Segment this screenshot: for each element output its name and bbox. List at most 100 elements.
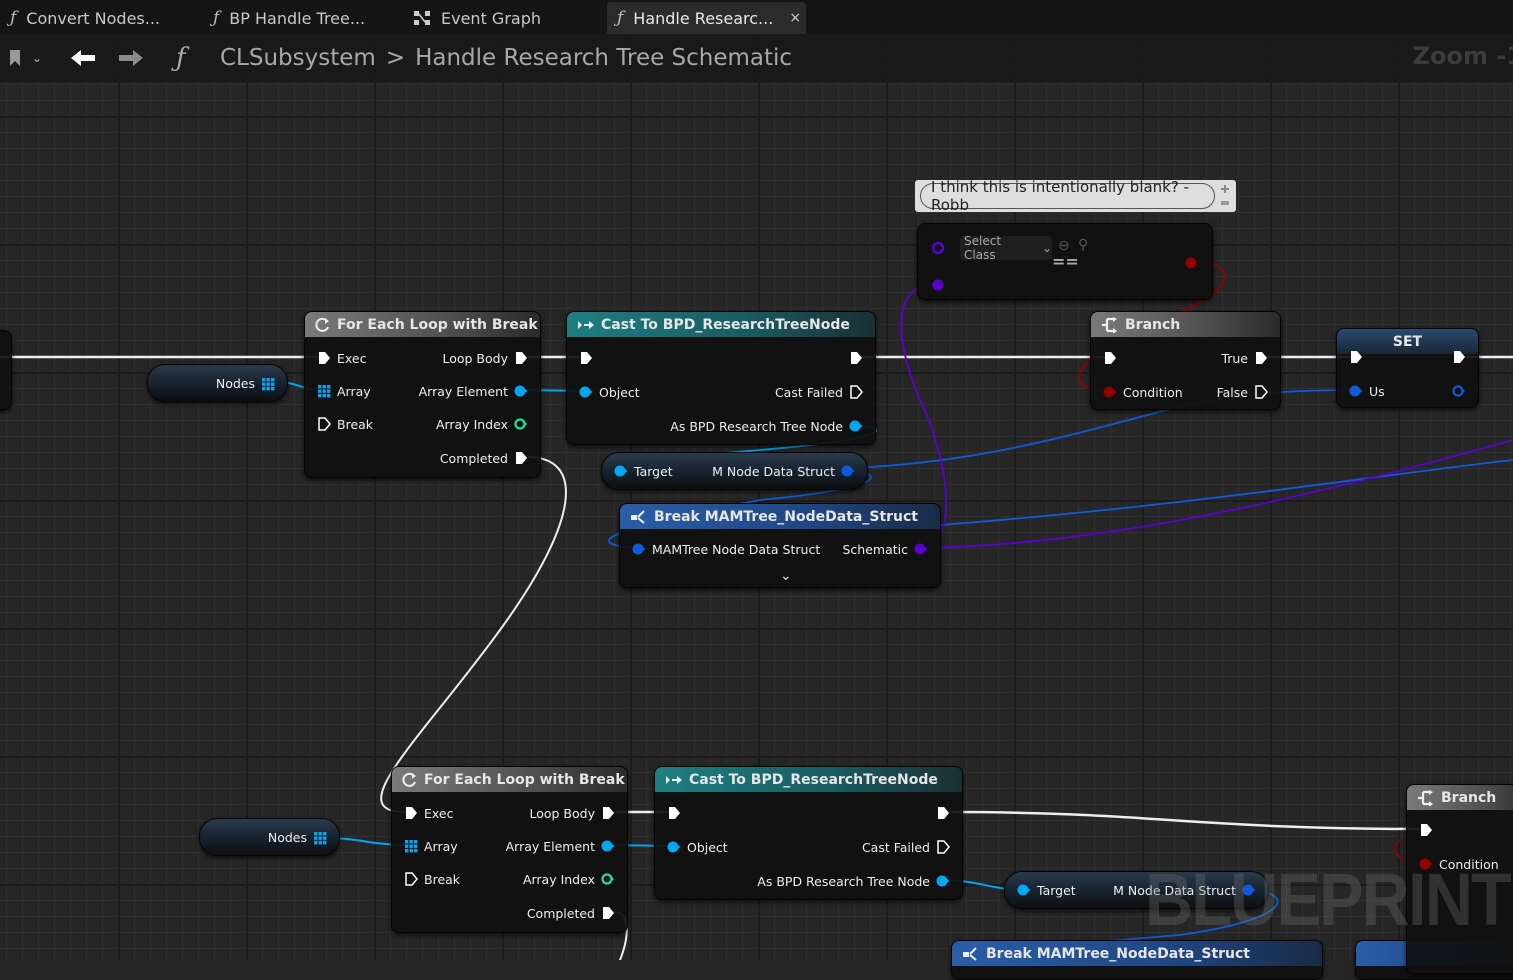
comment-bubble[interactable]: I think this is intentionally blank? -Ro… [915,178,1236,214]
break-2-node[interactable]: Break MAMTree_NodeData_Struct [951,940,1323,980]
bookmark-button[interactable]: ⌄ [8,34,42,82]
array-pin-icon[interactable] [317,384,331,398]
output-pin-label: M Node Data Struct [712,463,835,479]
nodes-var-1-node[interactable]: Nodes [147,364,288,402]
offscreen-node[interactable] [0,330,12,410]
exec-pin[interactable] [849,385,863,399]
back-button[interactable] [70,34,96,82]
class-pin[interactable] [914,542,928,556]
input-pin-label: Condition [1439,856,1499,872]
loop-icon [402,772,416,787]
object-pin[interactable] [849,419,863,433]
bool-pin[interactable] [1103,385,1117,399]
class-pin-input[interactable] [932,278,946,292]
exec-pin[interactable] [317,417,331,431]
pin-comment-icon[interactable] [1219,184,1231,208]
class-wire [916,439,1513,549]
array-pin-icon[interactable] [404,839,418,853]
exec-pin[interactable] [404,872,418,886]
output-pin-label: Completed [526,905,595,921]
output-pin-label: Cast Failed [861,839,930,855]
object-pin[interactable] [667,840,681,854]
object-pin[interactable] [601,839,615,853]
exec-pin[interactable] [514,351,528,365]
pin-row: Condition [1407,854,1513,874]
exec-pin[interactable] [317,351,331,365]
nodes-var-2-node[interactable]: Nodes [199,818,340,856]
node-header[interactable]: Branch [1407,785,1513,810]
bool-pin[interactable] [1419,857,1433,871]
input-pin-label: Condition [1123,384,1183,400]
close-tab-icon[interactable]: × [789,10,802,26]
node-title: SET [1392,333,1423,350]
node-header[interactable]: SET [1337,329,1478,354]
array-pin-icon[interactable] [261,377,275,391]
tab-event-graph[interactable]: Event Graph [403,2,593,34]
exec-pin[interactable] [404,806,418,820]
int-pin[interactable] [514,417,528,431]
breadcrumb-parent[interactable]: CLSubsystem [220,45,376,71]
node-header[interactable]: Cast To BPD_ResearchTreeNode [567,312,875,337]
object-pin[interactable] [579,385,593,399]
exec-pin[interactable] [936,806,950,820]
function-icon: ƒ [176,43,186,73]
node-header[interactable]: For Each Loop with Break [305,312,540,337]
node-header[interactable]: For Each Loop with Break [392,767,627,792]
struct-pin[interactable] [1452,384,1466,398]
expand-chevron-icon[interactable]: ⌄ [780,568,792,584]
node-header[interactable]: Break MAMTree_NodeData_Struct [620,504,940,529]
output-pin-label: Array Index [435,416,508,432]
exec-pin[interactable] [601,806,615,820]
forward-button[interactable] [118,34,144,82]
exec-pin[interactable] [1254,385,1268,399]
select-class-dropdown[interactable]: Select Class⌄ [960,234,1052,262]
output-pin-label: Cast Failed [774,384,843,400]
exec-pin[interactable] [1419,823,1433,837]
arrow-right-icon [119,50,143,66]
object-pin[interactable] [614,464,628,478]
array-pin-icon[interactable] [313,831,327,845]
exec-pin[interactable] [579,351,593,365]
node-header[interactable]: Branch [1091,312,1280,337]
int-pin[interactable] [601,872,615,886]
struct-pin[interactable] [1242,883,1256,897]
exec-pin[interactable] [601,906,615,920]
use-selected-icon[interactable]: ⊖ [1058,238,1070,254]
browse-icon[interactable]: ⚲ [1078,237,1089,253]
node-header[interactable]: Break MAMTree_NodeData_Struct [952,941,1322,966]
struct-pin[interactable] [1349,384,1363,398]
exec-pin[interactable] [1452,350,1466,364]
object-pin[interactable] [936,874,950,888]
class-pin-input[interactable] [932,241,946,255]
exec-pin[interactable] [849,351,863,365]
exec-pin[interactable] [1349,350,1363,364]
struct-pin[interactable] [841,464,855,478]
exec-pin[interactable] [1103,351,1117,365]
exec-pin[interactable] [667,806,681,820]
input-pin-label: Object [599,384,640,400]
struct-pin[interactable] [632,542,646,556]
object-pin[interactable] [514,384,528,398]
object-pin[interactable] [1017,883,1031,897]
exec-pin[interactable] [514,451,528,465]
node-header[interactable]: Cast To BPD_ResearchTreeNode [655,767,962,792]
exec-pin[interactable] [936,840,950,854]
bool-pin-output[interactable] [1184,256,1198,270]
exec-pin[interactable] [1254,351,1268,365]
output-pin-label: Loop Body [442,350,508,366]
class-compare-node[interactable]: Select Class⌄ ⊖ ⚲ == [917,223,1213,300]
